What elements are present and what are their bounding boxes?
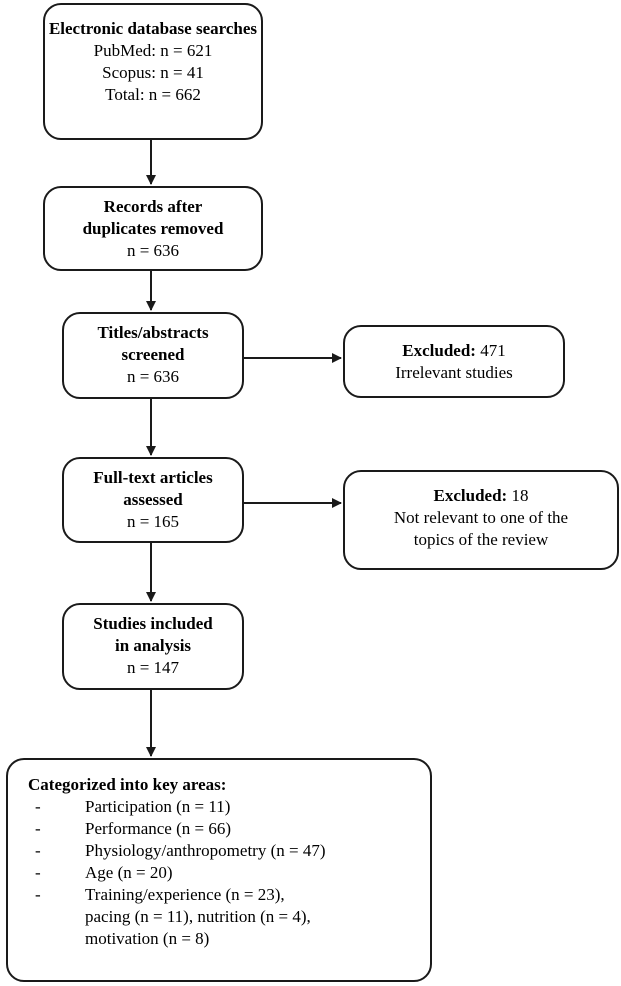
category-continuation-1: pacing (n = 11), nutrition (n = 4),	[85, 907, 311, 926]
excluded2-reason-1: Not relevant to one of the	[393, 508, 569, 527]
list-dash: -	[35, 885, 41, 904]
list-dash: -	[35, 863, 41, 882]
category-item-participation: - Participation (n = 11)	[28, 796, 420, 818]
category-item-age: - Age (n = 20)	[28, 862, 420, 884]
categories-list: - Participation (n = 11) - Performance (n …	[28, 796, 420, 950]
excluded1-count: 471	[480, 341, 506, 360]
included-box: Studies included in analysis n = 147	[62, 603, 244, 690]
search-title: Electronic database searches	[48, 19, 258, 38]
search-total: Total: n = 662	[105, 85, 201, 104]
category-item-performance: - Performance (n = 66)	[28, 818, 420, 840]
category-item-physiology: - Physiology/anthropometry (n = 47)	[28, 840, 420, 862]
dedup-title-1: Records after	[103, 197, 203, 216]
included-title-2: in analysis	[114, 636, 192, 655]
excluded-box-2: Excluded: 18 Not relevant to one of the …	[343, 470, 619, 570]
fulltext-title-2: assessed	[123, 490, 183, 509]
excluded1-reason: Irrelevant studies	[395, 363, 513, 382]
list-dash: -	[35, 841, 41, 860]
excluded2-reason-2: topics of the review	[413, 530, 549, 549]
category-label: Physiology/anthropometry (n = 47)	[85, 841, 326, 860]
dedup-count: n = 636	[126, 241, 180, 260]
screened-title-1: Titles/abstracts	[97, 323, 209, 342]
search-pubmed: PubMed: n = 621	[93, 41, 213, 60]
excluded2-count: 18	[511, 486, 529, 505]
category-item-training: - Training/experience (n = 23), pacing (n…	[28, 884, 420, 950]
included-count: n = 147	[126, 658, 180, 677]
list-dash: -	[35, 797, 41, 816]
fulltext-count: n = 165	[126, 512, 180, 531]
excluded2-label: Excluded:	[433, 486, 508, 505]
categories-box: Categorized into key areas: - Participati…	[6, 758, 432, 982]
categories-title: Categorized into key areas:	[28, 775, 227, 794]
category-label: Performance (n = 66)	[85, 819, 232, 838]
screened-title-2: screened	[121, 345, 185, 364]
search-box: Electronic database searches PubMed: n =…	[43, 3, 263, 140]
excluded1-label: Excluded:	[402, 341, 476, 360]
screened-count: n = 636	[126, 367, 180, 386]
included-title-1: Studies included	[93, 614, 213, 633]
excluded-box-1: Excluded: 471 Irrelevant studies	[343, 325, 565, 398]
category-continuation-2: motivation (n = 8)	[85, 929, 210, 948]
screened-box: Titles/abstracts screened n = 636	[62, 312, 244, 399]
list-dash: -	[35, 819, 41, 838]
dedup-box: Records after duplicates removed n = 636	[43, 186, 263, 271]
search-scopus: Scopus: n = 41	[102, 63, 204, 82]
fulltext-box: Full-text articles assessed n = 165	[62, 457, 244, 543]
dedup-title-2: duplicates removed	[82, 219, 224, 238]
category-label: Training/experience (n = 23),	[85, 885, 285, 904]
category-label: Age (n = 20)	[85, 863, 173, 882]
fulltext-title-1: Full-text articles	[93, 468, 213, 487]
category-label: Participation (n = 11)	[85, 797, 231, 816]
